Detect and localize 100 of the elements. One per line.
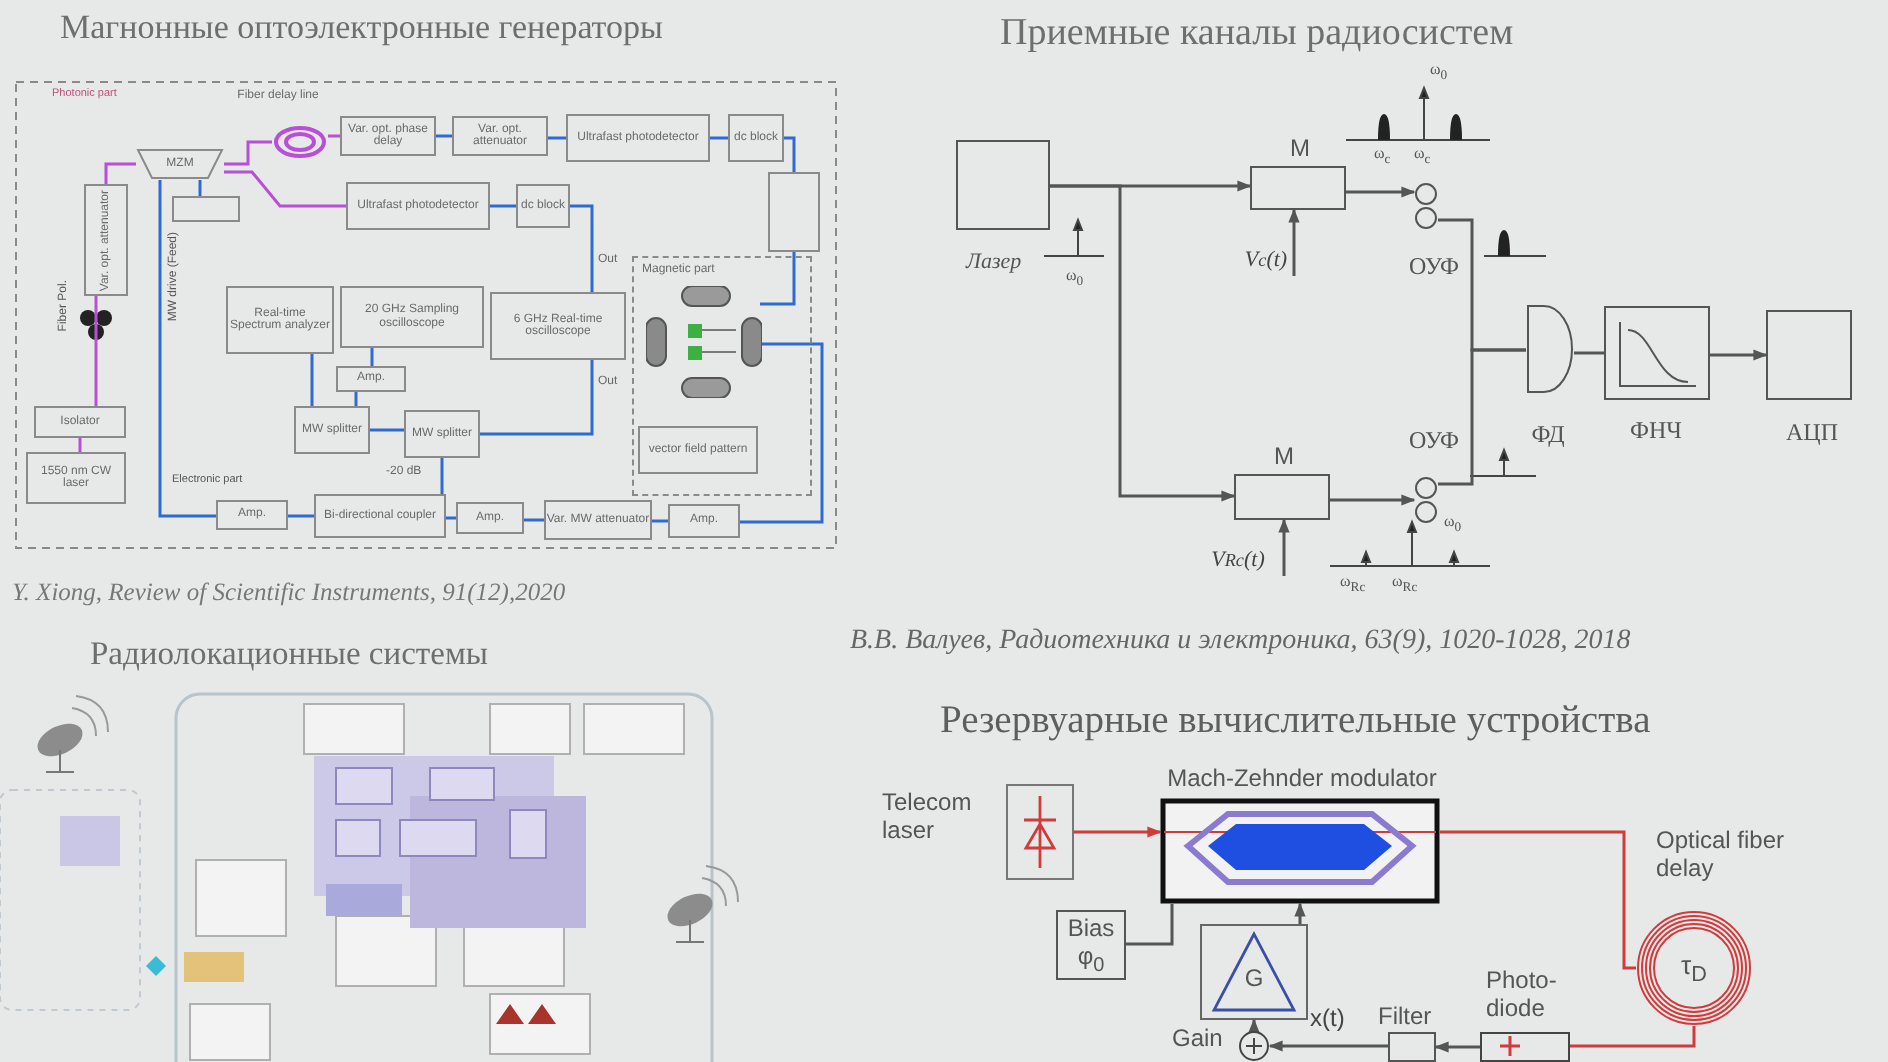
component-label: ОУФ [1406,426,1462,456]
process-box [544,500,652,540]
arrow [1330,494,1416,506]
frequency-label: ω$_{Rc}$ [1340,574,1366,596]
process-box [566,114,710,162]
dashed-region [632,256,812,496]
process-box [404,410,480,458]
frequency-label: ω$_{c}$ [1374,146,1391,168]
magnet-assembly-drawing [646,286,762,398]
component-label: ФД [1529,420,1567,450]
connector-line [310,354,314,406]
connector-line [652,519,668,523]
arrow [1294,902,1306,924]
process-box [340,286,484,348]
process-box [226,286,334,354]
connector-line [288,514,314,518]
arrow [1346,186,1416,198]
connector-line [1570,1026,1696,1048]
connector-line [1440,830,1636,970]
summing-junction [1238,1030,1270,1062]
component-label: Optical fiber delay [1656,826,1787,882]
connector-line [446,516,456,520]
heading: Магнонные оптоэлектронные генераторы [60,10,663,48]
connector-line [784,136,796,172]
frequency-label: ω$_{0}$ [1430,62,1448,84]
arrow [1278,518,1290,576]
connector-line [760,252,796,306]
citation: В.В. Валуев, Радиотехника и электроника, 63(9), 1020-1028, 2018 [850,626,1631,657]
connector-line [548,136,566,140]
edge-label: x(t) [1310,1006,1345,1030]
connector-line [440,458,444,494]
connector-line [1438,348,1526,486]
connector-line [198,180,202,196]
component-label: M [1272,442,1296,470]
process-box [172,196,240,222]
process-box [26,452,126,504]
process-box [340,116,436,156]
arrow [1248,1018,1260,1033]
heading: Радиолокационные системы [90,636,488,673]
process-box [346,182,490,230]
arrow [1710,349,1768,361]
frequency-label: ω$_{Rc}$ [1392,574,1418,596]
component-label: Bias φ$_{0}$ [1065,913,1117,977]
arrow [1074,826,1162,838]
connector-line [436,134,452,138]
heading: Резервуарные вычислительные устройства [940,700,1651,743]
connector-line [1126,904,1174,946]
connector-line [370,348,374,366]
component-label: ФНЧ [1628,416,1684,446]
component-label: M [1288,134,1312,162]
component-label: Photo- diode [1486,966,1559,1022]
process-box [768,172,820,252]
connector-line [480,360,594,436]
process-box [638,426,758,474]
component-label: Filter [1378,1002,1434,1030]
connector-line [490,204,516,208]
heading: Приемные каналы радиосистем [1000,14,1514,56]
connector-line [570,204,594,292]
connector-line [1574,351,1604,355]
process-box [728,114,784,162]
modulator-trapezoid [136,148,224,180]
connector-line [78,438,82,452]
connector-line [710,136,728,140]
connector-line [740,342,824,524]
process-box [668,504,740,538]
process-box [34,406,126,438]
connector-line [224,170,346,208]
arrow [1434,1041,1480,1053]
connector-line [158,180,216,518]
process-box [452,116,548,156]
arrow [1288,208,1300,276]
connector-line [94,296,98,406]
frequency-label: ω$_{0}$ [1066,268,1084,290]
frequency-label: ω$_{c}$ [1414,146,1431,168]
process-box [216,500,288,530]
component-label: Gain [1172,1024,1225,1052]
citation: Y. Xiong, Review of Scientific Instruments, 91(12),2020 [12,580,566,608]
frequency-label: ω$_{0}$ [1444,514,1462,536]
process-box [84,184,128,296]
component-label: ОУФ [1406,252,1462,282]
component-label: Telecom laser [882,788,974,844]
process-box [456,502,524,534]
process-box [294,406,370,454]
component-label: Лазер [966,250,1022,274]
process-box [516,184,570,228]
connector-line [104,162,136,184]
process-box [336,366,406,392]
component-label: Mach-Zehnder modulator [1165,764,1439,792]
arrow [1268,1040,1388,1052]
connector-line [524,518,544,522]
process-box [490,292,626,360]
component-label: G [1242,964,1266,992]
process-box [314,494,446,538]
connector-line [370,428,404,432]
component-label: АЦП [1784,418,1840,448]
connector-line [328,134,340,138]
connector-line [354,392,358,406]
component-label: τ$_{D}$ [1681,949,1707,987]
connector-line [224,140,272,166]
arrow [1050,184,1236,502]
